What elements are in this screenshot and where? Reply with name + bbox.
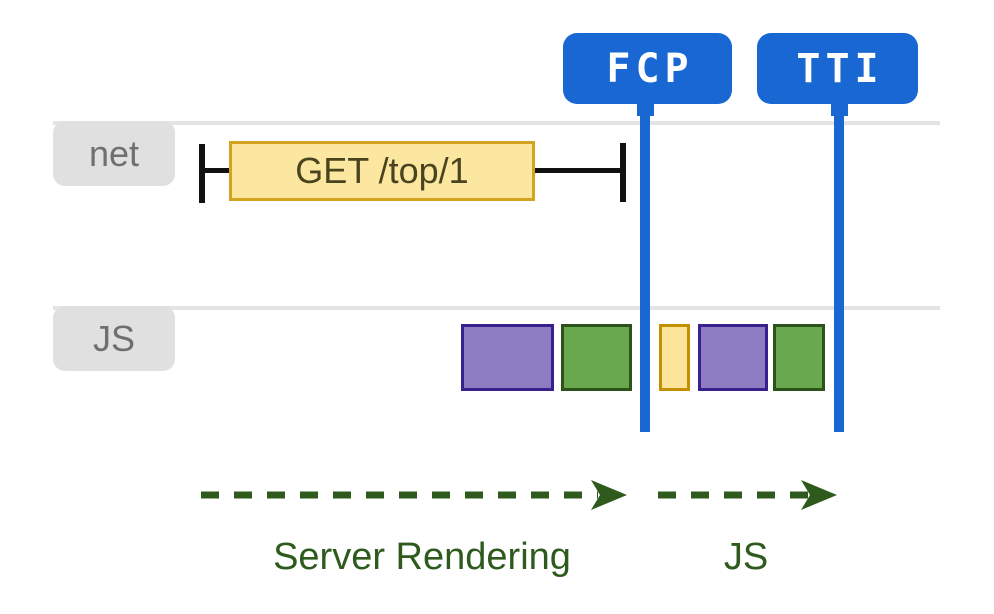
fcp-marker-line <box>640 100 650 432</box>
js-task-block-yellow <box>659 324 690 391</box>
js-task-block-purple <box>698 324 768 391</box>
js-task-block-green <box>561 324 632 391</box>
js-lane-line <box>53 306 940 310</box>
network-request-bar: GET /top/1 <box>229 141 535 201</box>
fcp-badge: FCP <box>563 33 732 104</box>
request-whisker-line-right <box>532 168 623 173</box>
lane-label-net-text: net <box>88 132 140 174</box>
network-request-label: GET /top/1 <box>295 150 469 191</box>
request-whisker-line-left <box>202 168 232 173</box>
tti-badge: TTI <box>757 33 918 104</box>
js-task-block-green <box>773 324 825 391</box>
lane-label-net: net <box>53 121 175 186</box>
net-lane-line <box>53 121 940 125</box>
request-whisker-cap-right <box>620 143 626 202</box>
js-task-block-purple <box>461 324 554 391</box>
server-rendering-arrow-head <box>591 480 627 510</box>
fcp-badge-label: FCP <box>606 45 694 92</box>
phase-arrows <box>201 480 837 510</box>
request-whisker-cap-left <box>199 144 205 203</box>
tti-marker-line <box>834 100 844 432</box>
lane-label-js: JS <box>53 306 175 371</box>
phase-label-js: JS <box>723 536 769 578</box>
js-arrow-head <box>801 480 837 510</box>
lane-label-js-text: JS <box>92 317 135 359</box>
tti-badge-label: TTI <box>796 45 884 92</box>
phase-label-server-rendering: Server Rendering <box>273 536 571 578</box>
